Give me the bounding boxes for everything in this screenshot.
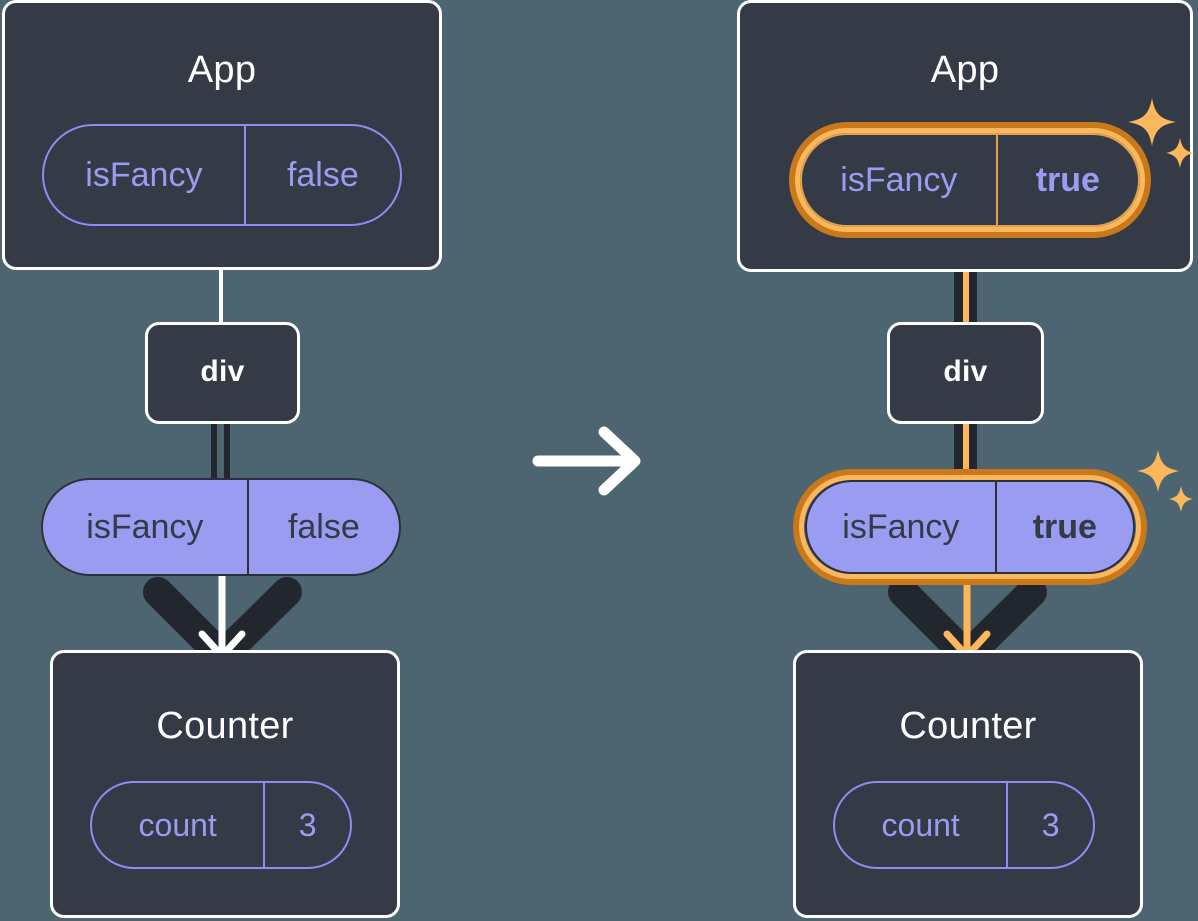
counter-state-pill-after[interactable]: count 3	[833, 781, 1095, 869]
connector-div-to-prop-dark-right	[968, 422, 977, 484]
div-node-title: div	[200, 355, 245, 388]
connector-div-to-prop-right	[224, 422, 230, 484]
counter-state-value: 3	[263, 783, 350, 867]
app-state-value-after: true	[995, 135, 1138, 225]
counter-node-before[interactable]: Counter	[50, 650, 400, 918]
prop-name: isFancy	[86, 507, 204, 546]
div-node-before[interactable]: div	[145, 322, 300, 424]
connector-app-to-div-dark-left	[954, 230, 963, 326]
connector-app-to-div-dark-right	[968, 230, 977, 326]
sparkle-small-icon	[1169, 486, 1193, 512]
counter-state-name: count	[138, 806, 217, 843]
connector-app-to-div	[219, 268, 223, 324]
app-sparkles	[1124, 96, 1196, 180]
prop-sparkles	[1134, 448, 1196, 520]
app-node-title-after: App	[930, 49, 1000, 91]
counter-node-title: Counter	[156, 705, 294, 747]
counter-state-value-after: 3	[1006, 783, 1093, 867]
counter-state-pill-before[interactable]: count 3	[90, 781, 352, 869]
prop-pill-after[interactable]: isFancy true	[805, 480, 1135, 574]
div-node-title-after: div	[943, 355, 988, 388]
app-state-pill-before[interactable]: isFancy false	[42, 124, 402, 226]
sparkle-large-icon	[1128, 98, 1176, 146]
prop-name-after: isFancy	[842, 507, 960, 546]
app-node-title: App	[187, 49, 257, 91]
connector-div-to-prop-orange	[963, 422, 969, 484]
app-state-pill-after[interactable]: isFancy true	[800, 133, 1140, 227]
app-state-value: false	[243, 126, 400, 224]
app-state-name: isFancy	[85, 155, 203, 194]
app-state-name-after: isFancy	[840, 160, 958, 199]
connector-div-to-prop-dark-left	[954, 422, 963, 484]
transition-arrow-icon	[530, 425, 648, 497]
counter-node-title-after: Counter	[899, 705, 1037, 747]
prop-value-after: true	[994, 482, 1133, 572]
div-node-after[interactable]: div	[887, 322, 1044, 424]
prop-pill-before[interactable]: isFancy false	[41, 478, 401, 576]
prop-value: false	[246, 480, 399, 574]
connector-div-to-prop-left	[211, 422, 217, 484]
sparkle-small-icon	[1166, 138, 1194, 168]
sparkle-large-icon	[1137, 450, 1179, 492]
counter-state-name-after: count	[881, 806, 960, 843]
